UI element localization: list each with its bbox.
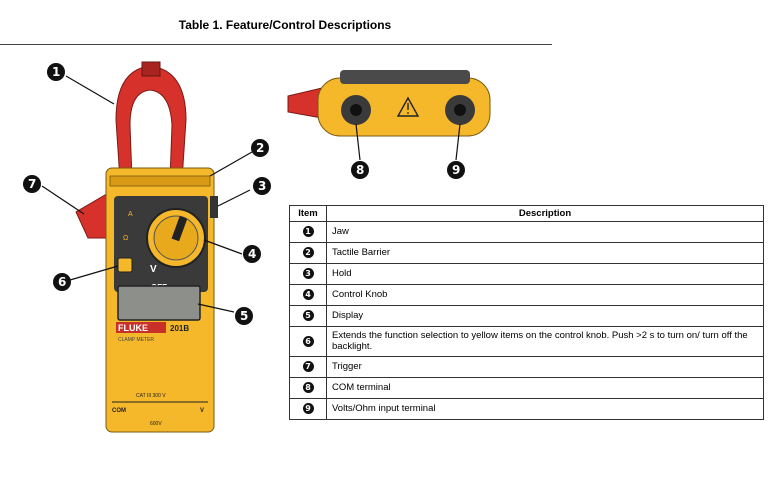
svg-text:3: 3 bbox=[258, 179, 266, 193]
item-number-badge: 9 bbox=[302, 403, 314, 415]
table-row: 8 COM terminal bbox=[289, 376, 764, 399]
item-description: Jaw bbox=[326, 221, 764, 243]
item-number-badge: 2 bbox=[302, 247, 314, 259]
item-number-badge: 5 bbox=[302, 310, 314, 322]
callout-2: 2 bbox=[251, 139, 269, 157]
item-description: Control Knob bbox=[326, 284, 764, 306]
item-number-badge: 3 bbox=[302, 268, 314, 280]
header-description: Description bbox=[326, 205, 764, 222]
title-divider bbox=[0, 44, 552, 45]
callout-4: 4 bbox=[243, 245, 261, 263]
jaw bbox=[115, 65, 187, 181]
item-description: Hold bbox=[326, 263, 764, 285]
table-row: 4 Control Knob bbox=[289, 284, 764, 306]
item-description: COM terminal bbox=[326, 376, 764, 399]
table-row: 6 Extends the function selection to yell… bbox=[289, 326, 764, 357]
item-number-badge: 6 bbox=[302, 335, 314, 347]
item-number-badge: 1 bbox=[302, 226, 314, 238]
model-number: 201B bbox=[170, 324, 189, 333]
svg-text:1: 1 bbox=[52, 65, 60, 79]
item-description: Tactile Barrier bbox=[326, 242, 764, 264]
voltage-label: 600V bbox=[150, 421, 162, 427]
table-row: 1 Jaw bbox=[289, 221, 764, 243]
svg-text:A: A bbox=[128, 211, 133, 218]
svg-text:5: 5 bbox=[240, 309, 248, 323]
svg-text:2: 2 bbox=[256, 141, 264, 155]
com-label: COM bbox=[112, 408, 126, 414]
callout-9: 9 bbox=[447, 161, 465, 179]
callout-5: 5 bbox=[235, 307, 253, 325]
item-number-badge: 4 bbox=[302, 289, 314, 301]
tactile-barrier bbox=[109, 175, 211, 187]
svg-text:9: 9 bbox=[452, 163, 460, 177]
table-header-row: Item Description bbox=[289, 205, 764, 222]
item-number-badge: 8 bbox=[302, 382, 314, 394]
feature-description-table: Item Description 1 Jaw 2 Tactile Barrier… bbox=[289, 205, 764, 420]
table-row: 5 Display bbox=[289, 305, 764, 327]
callout-3: 3 bbox=[253, 177, 271, 195]
svg-text:Ω: Ω bbox=[123, 235, 128, 242]
function-button bbox=[117, 257, 133, 273]
callout-1: 1 bbox=[47, 63, 65, 81]
item-number-badge: 7 bbox=[302, 361, 314, 373]
svg-text:8: 8 bbox=[356, 163, 364, 177]
page-title: Table 1. Feature/Control Descriptions bbox=[178, 18, 392, 32]
v-dial-label: V bbox=[150, 264, 157, 275]
table-row: 9 Volts/Ohm input terminal bbox=[289, 397, 764, 420]
item-description: Extends the function selection to yellow… bbox=[326, 326, 764, 357]
svg-text:7: 7 bbox=[28, 177, 36, 191]
warning-icon bbox=[396, 96, 420, 117]
meter-top-view-illustration: 8 9 bbox=[287, 70, 491, 179]
jaw-tip bbox=[141, 61, 161, 77]
clamp-meter-illustration: OFF V A Ω FLUKE 201B CLAMP METER CAT III… bbox=[23, 61, 271, 433]
svg-text:4: 4 bbox=[248, 247, 256, 261]
item-description: Volts/Ohm input terminal bbox=[326, 397, 764, 420]
v-terminal-label: V bbox=[200, 408, 204, 414]
hold-button bbox=[210, 196, 218, 218]
callout-8: 8 bbox=[351, 161, 369, 179]
svg-text:6: 6 bbox=[58, 275, 66, 289]
lcd-display bbox=[117, 285, 201, 321]
item-description: Trigger bbox=[326, 355, 764, 378]
callout-7: 7 bbox=[23, 175, 41, 193]
header-item: Item bbox=[289, 205, 327, 222]
meter-subtitle: CLAMP METER bbox=[118, 337, 154, 343]
callout-6: 6 bbox=[53, 273, 71, 291]
table-row: 3 Hold bbox=[289, 263, 764, 285]
table-row: 7 Trigger bbox=[289, 355, 764, 378]
cat-label: CAT III 300 V bbox=[136, 393, 166, 399]
item-description: Display bbox=[326, 305, 764, 327]
brand-logo: FLUKE bbox=[118, 323, 148, 333]
table-row: 2 Tactile Barrier bbox=[289, 242, 764, 264]
